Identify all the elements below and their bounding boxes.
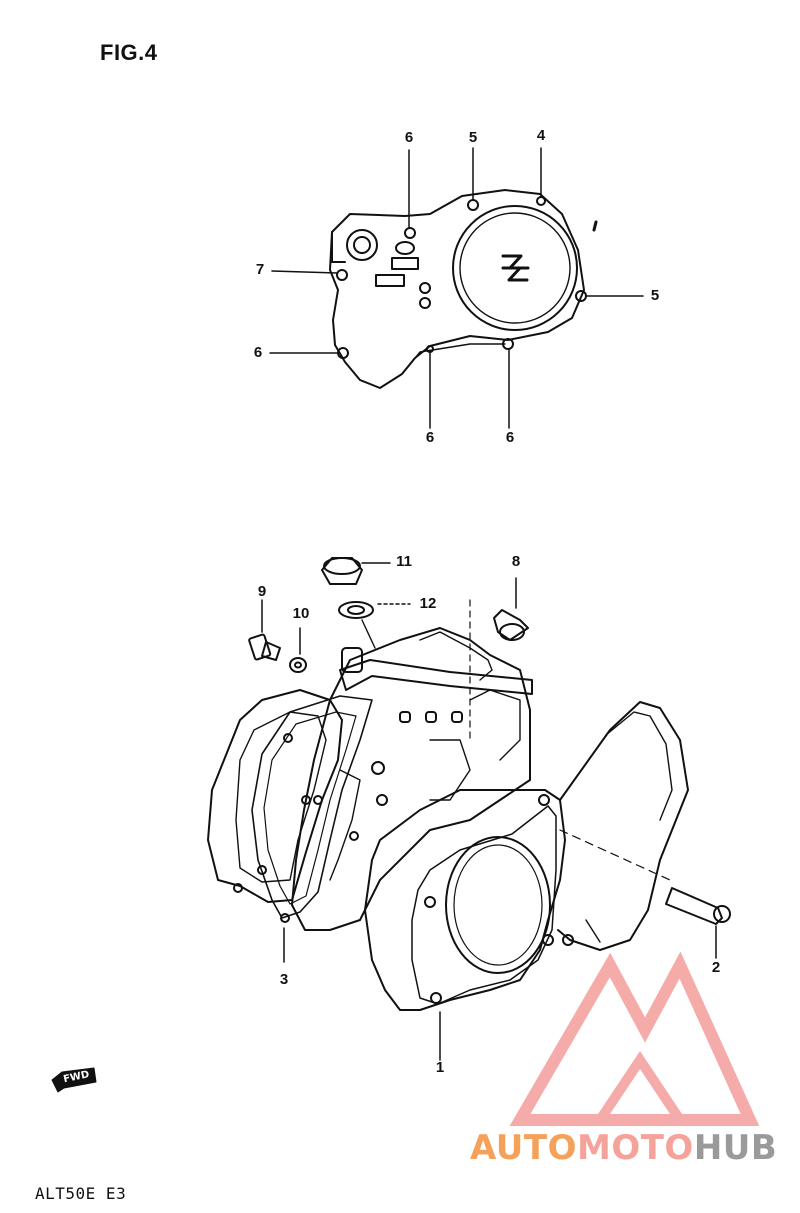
leader-lines-upper bbox=[269, 147, 644, 429]
watermark-hub: HUB bbox=[693, 1128, 778, 1168]
figure-title: FIG.4 bbox=[100, 40, 158, 65]
watermark-auto: AUTO bbox=[470, 1128, 577, 1168]
callout-5-top: 5 bbox=[468, 129, 478, 146]
washer-10 bbox=[289, 627, 307, 673]
callout-11: 11 bbox=[396, 553, 412, 570]
callout-9: 9 bbox=[257, 583, 267, 600]
washer-12 bbox=[338, 601, 411, 619]
filler-plug-11 bbox=[321, 557, 391, 585]
bolt-9 bbox=[248, 599, 281, 661]
callout-6-left: 6 bbox=[253, 344, 263, 361]
callout-6-top: 6 bbox=[404, 129, 414, 146]
crankcase-assembly bbox=[207, 599, 689, 1011]
magneto-cover bbox=[329, 189, 598, 389]
model-code: ALT50E E3 bbox=[35, 1184, 127, 1203]
watermark-moto: MOTO bbox=[576, 1128, 694, 1168]
callout-6-bottom-left: 6 bbox=[425, 429, 435, 446]
breather-hose bbox=[339, 619, 533, 695]
fwd-arrow-icon bbox=[51, 1067, 97, 1093]
leader-lines-lower bbox=[283, 927, 441, 1061]
cover-1 bbox=[364, 789, 566, 1011]
callout-3: 3 bbox=[279, 971, 289, 988]
suzuki-logo-icon bbox=[501, 254, 530, 282]
callout-7: 7 bbox=[255, 261, 265, 278]
callout-12: 12 bbox=[419, 595, 437, 612]
fwd-label: FWD bbox=[62, 1069, 90, 1085]
watermark-text: AUTOMOTOHUB bbox=[470, 1128, 777, 1168]
callout-4: 4 bbox=[536, 127, 546, 144]
sleeve-8 bbox=[493, 577, 529, 641]
bolt-2 bbox=[665, 887, 731, 959]
callout-6-bottom-right: 6 bbox=[505, 429, 515, 446]
callout-5-right: 5 bbox=[650, 287, 660, 304]
callout-8: 8 bbox=[511, 553, 521, 570]
callout-1: 1 bbox=[435, 1059, 445, 1076]
callout-2: 2 bbox=[711, 959, 721, 976]
callout-10: 10 bbox=[292, 605, 310, 622]
fwd-text: FWD bbox=[62, 1069, 90, 1085]
watermark-logo-icon bbox=[509, 951, 760, 1126]
